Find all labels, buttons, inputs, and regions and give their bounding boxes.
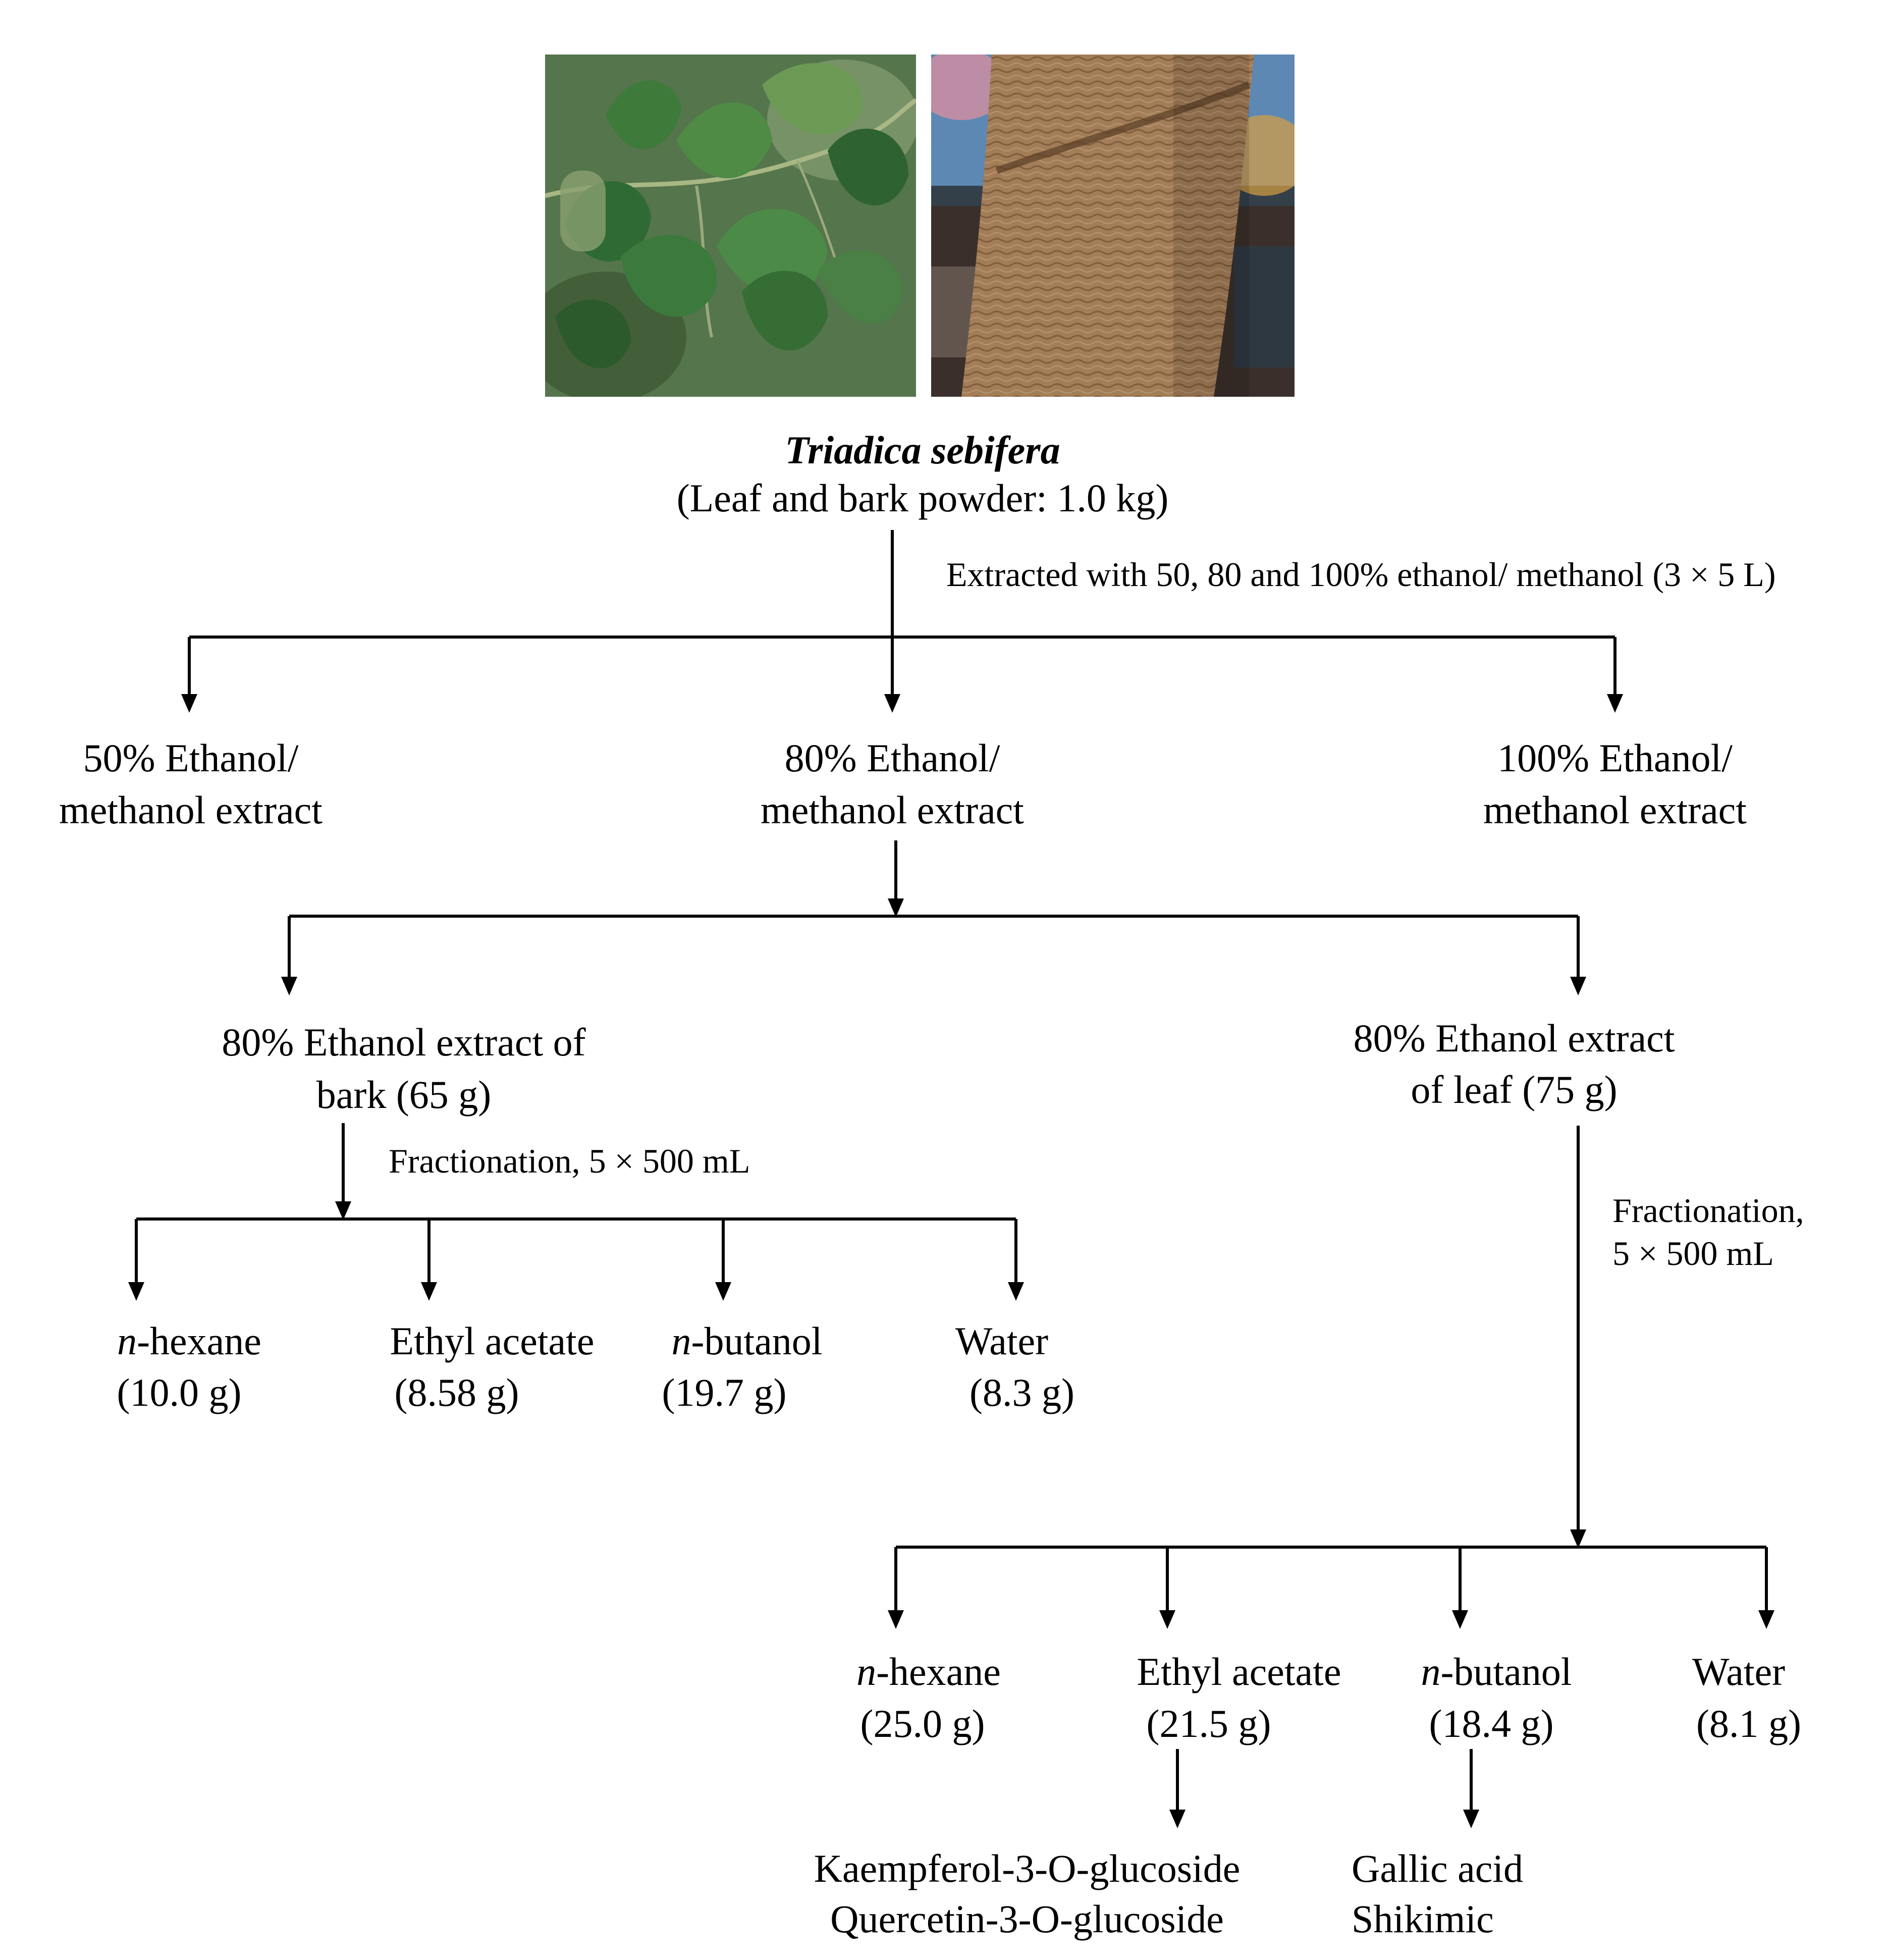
leaf-fraction-label-1: Fractionation, xyxy=(1612,1191,1804,1230)
bark-photo xyxy=(931,55,1295,397)
compound-gallic-acid: Gallic acid xyxy=(1352,1846,1523,1890)
extract-50-line1: 50% Ethanol/ xyxy=(83,736,299,780)
bark-fraction-butanol: n-butanol xyxy=(671,1319,823,1363)
bark-fraction-water-amount: (8.3 g) xyxy=(970,1370,1074,1414)
leaf-fraction-butanol-amount: (18.4 g) xyxy=(1429,1702,1554,1745)
bark-extract-line2: bark (65 g) xyxy=(316,1073,492,1117)
flow-lines xyxy=(135,530,1768,1810)
extract-100-line1: 100% Ethanol/ xyxy=(1497,736,1733,780)
bark-fraction-ethyl-acetate: Ethyl acetate xyxy=(390,1319,595,1363)
leaf-extract-line1: 80% Ethanol extract xyxy=(1353,1016,1675,1060)
arrowhead-icon xyxy=(888,1610,904,1629)
source-material: (Leaf and bark powder: 1.0 kg) xyxy=(676,476,1169,520)
arrowhead-icon xyxy=(421,1282,437,1301)
bark-fraction-hexane-amount: (10.0 g) xyxy=(117,1370,242,1414)
leaf-image-icon xyxy=(545,55,916,397)
arrowhead-icon xyxy=(128,1282,144,1301)
arrowhead-icon xyxy=(1159,1610,1175,1629)
extract-50-line2: methanol extract xyxy=(59,788,322,832)
leaf-fraction-ethyl-acetate-amount: (21.5 g) xyxy=(1146,1702,1271,1745)
arrowhead-icon xyxy=(715,1282,731,1301)
extract-80-line1: 80% Ethanol/ xyxy=(784,736,1000,780)
leaf-fraction-hexane-amount: (25.0 g) xyxy=(860,1702,985,1745)
bark-fraction-butanol-amount: (19.7 g) xyxy=(662,1370,787,1414)
bark-fraction-hexane: n-hexane xyxy=(117,1319,261,1363)
arrowhead-icon xyxy=(1607,694,1623,713)
arrowhead-icon xyxy=(335,1201,351,1220)
extraction-step-label: Extracted with 50, 80 and 100% ethanol/ … xyxy=(946,555,1776,594)
leaf-fraction-water-amount: (8.1 g) xyxy=(1696,1702,1801,1745)
leaf-fraction-label-2: 5 × 500 mL xyxy=(1612,1234,1774,1273)
arrowhead-icon xyxy=(1452,1610,1468,1629)
arrowhead-icon xyxy=(888,898,904,917)
leaf-fraction-butanol: n-butanol xyxy=(1421,1650,1572,1693)
bark-fraction-ethyl-acetate-amount: (8.58 g) xyxy=(394,1370,519,1414)
compound-kaempferol: Kaempferol-3-O-glucoside xyxy=(814,1846,1241,1890)
leaf-fraction-water: Water xyxy=(1692,1650,1786,1693)
arrowhead-icon xyxy=(1570,1529,1586,1548)
extract-100-line2: methanol extract xyxy=(1483,788,1747,832)
arrowhead-icon xyxy=(1758,1610,1774,1629)
leaf-photo xyxy=(545,55,916,397)
species-name: Triadica sebifera xyxy=(785,428,1060,472)
arrowhead-icon xyxy=(1570,977,1586,995)
arrowhead-icon xyxy=(181,694,197,713)
bark-fraction-water: Water xyxy=(955,1319,1049,1363)
compound-shikimic: Shikimic xyxy=(1352,1897,1494,1941)
arrowhead-icon xyxy=(1463,1810,1479,1828)
bark-image-icon xyxy=(931,55,1295,397)
compound-quercetin: Quercetin-3-O-glucoside xyxy=(830,1897,1224,1941)
leaf-fraction-hexane: n-hexane xyxy=(856,1650,1001,1693)
arrowhead-icon xyxy=(884,694,900,713)
extract-80-line2: methanol extract xyxy=(761,788,1024,832)
leaf-fraction-ethyl-acetate: Ethyl acetate xyxy=(1137,1650,1341,1693)
leaf-extract-line2: of leaf (75 g) xyxy=(1411,1068,1618,1111)
bark-fraction-label: Fractionation, 5 × 500 mL xyxy=(389,1142,750,1180)
arrow-heads xyxy=(128,694,1774,1828)
bark-extract-line1: 80% Ethanol extract of xyxy=(222,1020,586,1064)
arrowhead-icon xyxy=(281,977,297,995)
arrowhead-icon xyxy=(1008,1282,1024,1301)
arrowhead-icon xyxy=(1169,1810,1186,1828)
